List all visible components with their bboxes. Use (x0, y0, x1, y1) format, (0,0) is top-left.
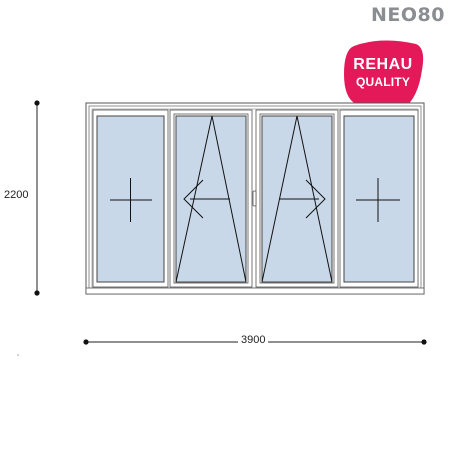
rehau-quality-badge: REHAU QUALITY (342, 40, 424, 112)
height-dimension-label: 2200 (4, 189, 29, 201)
panel-3 (255, 109, 339, 288)
panel-2 (169, 109, 253, 288)
opening-triangle-icon (175, 115, 247, 283)
badge-shape-icon (344, 40, 424, 111)
window-sill (85, 287, 425, 295)
stray-dot (17, 354, 19, 356)
plus-icon (356, 178, 400, 222)
panel-1 (92, 109, 169, 288)
height-dimension-line (34, 100, 40, 296)
model-title: NEO80 (371, 4, 445, 26)
plus-icon (110, 178, 152, 222)
panel-4 (339, 109, 419, 288)
badge-subtitle: QUALITY (355, 75, 411, 89)
badge-brand: REHAU (353, 56, 413, 73)
width-dimension-label: 3900 (238, 334, 269, 346)
opening-triangle-icon (261, 115, 333, 283)
window-handle-icon (252, 190, 257, 207)
